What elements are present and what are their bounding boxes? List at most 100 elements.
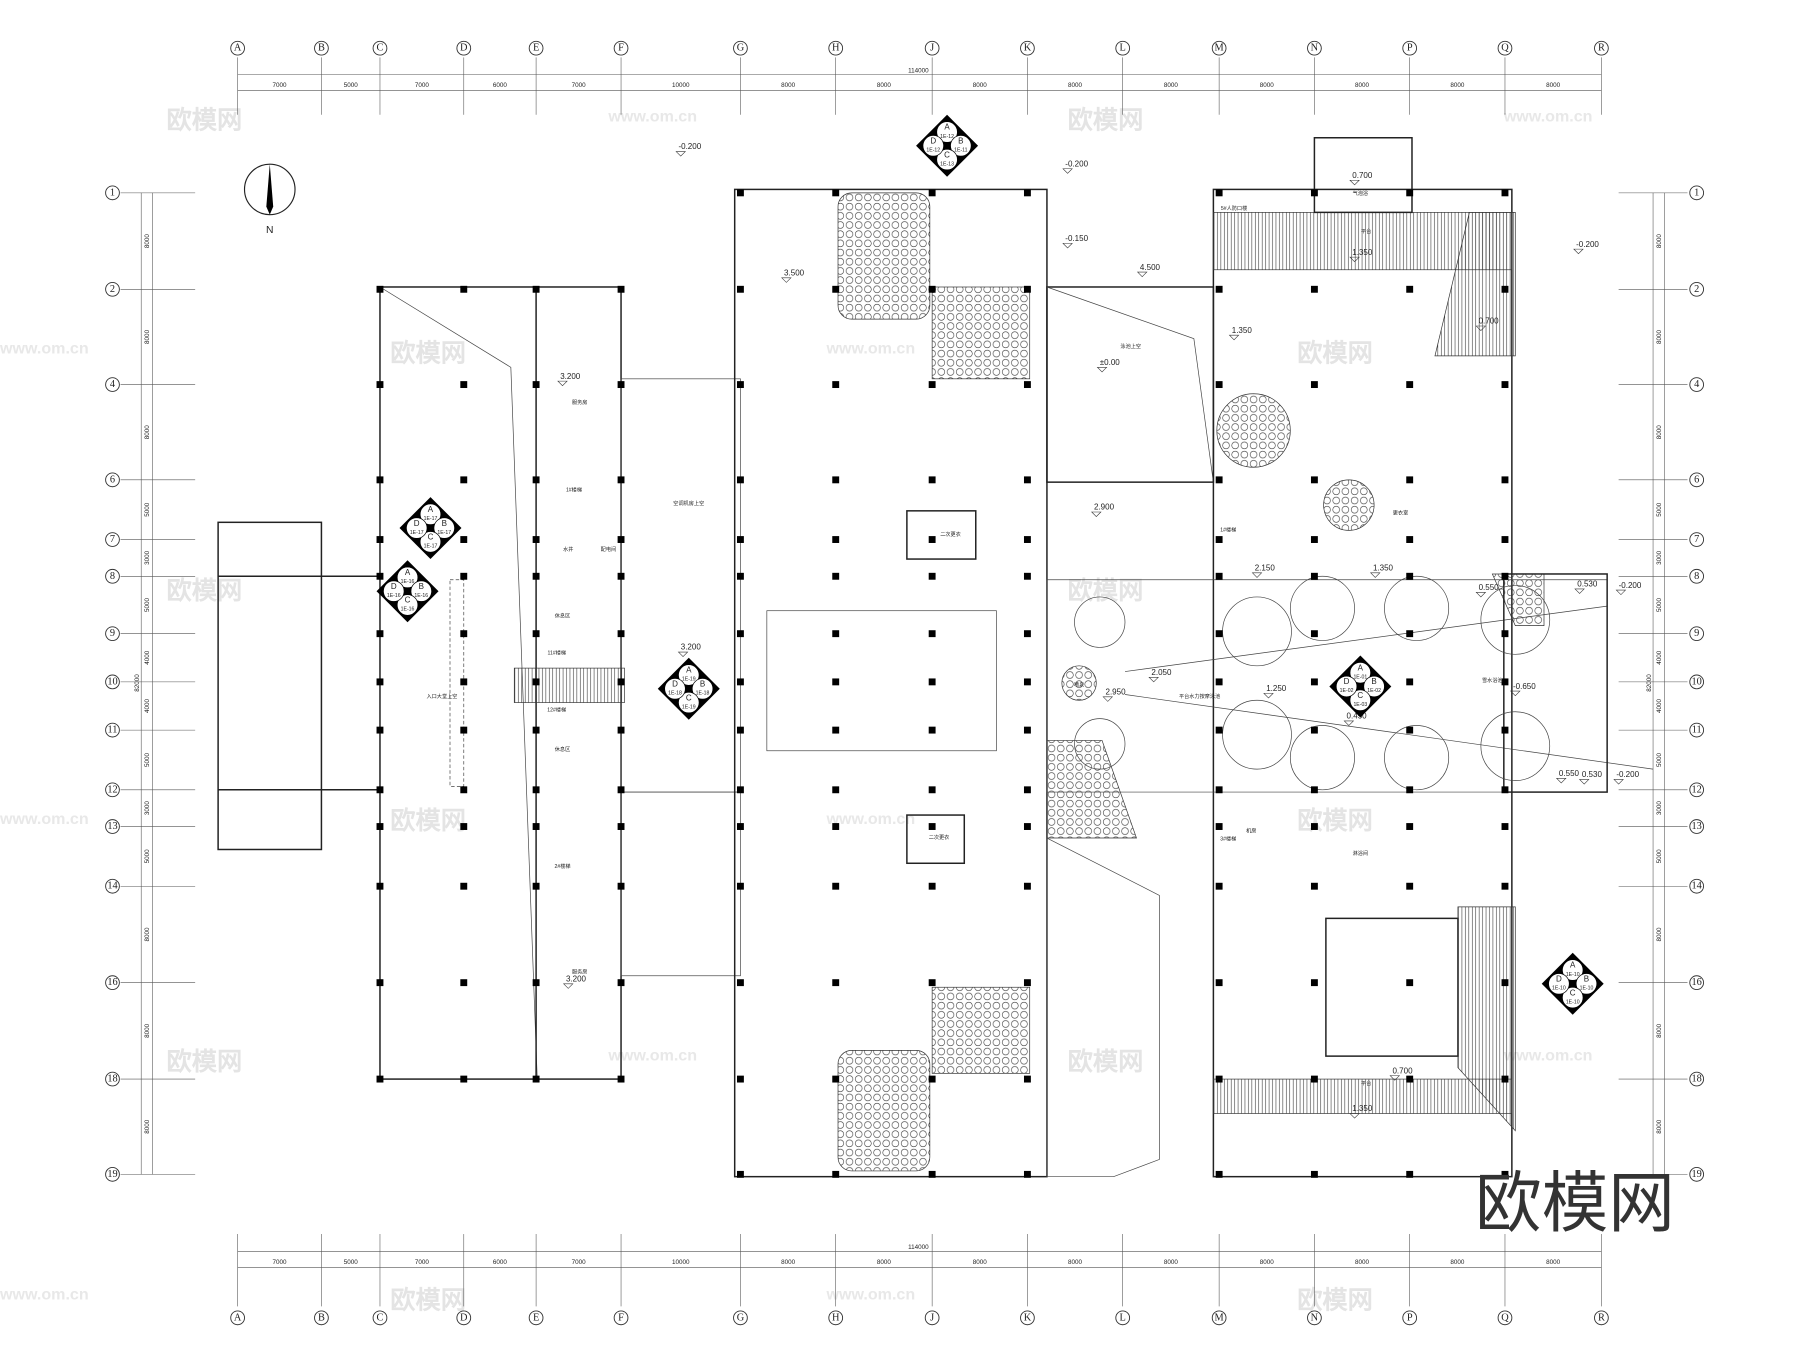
bay-depth-dimension: 5000 <box>144 502 151 517</box>
row-axis-label: 9 <box>110 628 115 639</box>
column <box>736 1170 744 1178</box>
column <box>1501 786 1509 794</box>
bay-depth-dimension: 4000 <box>1656 650 1663 665</box>
column-axis-label: D <box>460 43 468 54</box>
elevation-marker-icon <box>1615 589 1627 596</box>
row-axis-label: 4 <box>1694 379 1699 390</box>
row-axis-label: 14 <box>1692 881 1702 892</box>
axis-bubble <box>1020 1310 1035 1326</box>
detail-letter: C <box>944 150 950 159</box>
column <box>617 882 625 890</box>
structural-columns <box>376 189 1509 1178</box>
bay-depth-dimension: 5000 <box>1656 597 1663 612</box>
total-width-dimension: 114000 <box>908 1244 929 1251</box>
detail-letter: A <box>1358 663 1364 672</box>
row-axis-label: 13 <box>107 821 117 832</box>
column <box>1406 189 1414 197</box>
row-axis-label: 4 <box>110 379 115 390</box>
bay-width-dimension: 7000 <box>273 82 288 89</box>
watermark-url: www.om.cn <box>0 810 89 828</box>
column <box>460 726 468 734</box>
bay-width-dimension: 6000 <box>493 1259 508 1266</box>
detail-letter: C <box>1357 691 1363 700</box>
bay-width-dimension: 8000 <box>781 1259 796 1266</box>
watermark-logo: 欧模网 <box>390 1286 466 1315</box>
elevation-marker-icon <box>1062 168 1073 174</box>
detail-sheet-ref: 1E-16 <box>401 607 415 613</box>
row-axis-label: 11 <box>1692 725 1702 736</box>
bay-width-dimension: 8000 <box>1355 82 1370 89</box>
elevation-marker-icon <box>1613 779 1624 785</box>
column <box>1023 189 1031 197</box>
room-label: 休息区 <box>555 612 570 620</box>
elevation-marker-icon <box>1096 367 1108 373</box>
axis-bubble <box>1689 674 1705 690</box>
column <box>617 630 625 638</box>
elevation-marker-icon <box>1263 693 1274 699</box>
detail-sheet-ref: 1E-02 <box>1340 688 1354 694</box>
column <box>1406 572 1414 580</box>
column <box>532 786 540 794</box>
column <box>736 536 744 543</box>
axis-bubble <box>828 1310 844 1326</box>
watermark-logo: 欧模网 <box>166 106 242 135</box>
axis-bubble <box>1497 40 1513 56</box>
column <box>1310 572 1318 580</box>
detail-sheet-ref: 1E-17 <box>437 530 451 536</box>
column-axis-label: R <box>1598 1312 1605 1323</box>
watermark-logo: 欧模网 <box>1068 106 1144 135</box>
detail-sheet-ref: 1E-17 <box>410 530 424 536</box>
column <box>928 285 936 293</box>
detail-letter: B <box>419 582 424 591</box>
detail-sheet-ref: 1E-16 <box>387 593 401 599</box>
column-axis-label: L <box>1120 1312 1126 1323</box>
elevation-marker-icon <box>1148 677 1159 683</box>
axis-bubble <box>105 674 120 690</box>
column <box>1310 536 1318 543</box>
detail-letter: B <box>958 136 963 145</box>
column-axis-label: A <box>234 43 242 54</box>
column-axis-label: K <box>1024 1312 1032 1323</box>
elevation-label: ±0.00 <box>1100 358 1121 367</box>
elevation-label: 3.200 <box>566 975 587 984</box>
column <box>1406 630 1414 638</box>
column <box>832 476 840 484</box>
column <box>832 381 840 389</box>
column <box>928 630 936 638</box>
elevation-label: 1.250 <box>1266 684 1287 693</box>
detail-letter: C <box>405 596 411 605</box>
column <box>1406 285 1414 293</box>
total-depth-dimension: 82000 <box>1646 674 1653 692</box>
elevation-label: 1.350 <box>1373 564 1394 573</box>
detail-letter: A <box>686 666 692 675</box>
column <box>1406 1170 1414 1178</box>
column <box>1406 786 1414 794</box>
axis-bubble <box>1689 1071 1705 1087</box>
column <box>460 381 468 389</box>
bay-width-dimension: 10000 <box>672 82 690 89</box>
row-axis-label: 19 <box>1692 1169 1702 1180</box>
room-label: 休息区 <box>555 745 570 753</box>
column <box>460 572 468 580</box>
axis-bubble <box>528 1310 544 1326</box>
column <box>1023 678 1031 686</box>
elevation-marker-icon <box>781 277 792 283</box>
column <box>928 786 936 794</box>
bay-width-dimension: 8000 <box>973 82 988 89</box>
column <box>376 381 384 389</box>
elevation-label: -0.200 <box>1576 240 1599 249</box>
pool-circles <box>1061 575 1551 791</box>
room-label: 淋浴间 <box>1353 849 1368 857</box>
column-axis-label: L <box>1120 43 1126 54</box>
column <box>460 285 468 293</box>
elevation-marker-icon <box>1573 248 1584 255</box>
bay-depth-dimension: 8000 <box>144 1023 151 1038</box>
detail-sheet-ref: 1E-18 <box>696 691 710 697</box>
column <box>832 882 840 890</box>
row-axis-label: 11 <box>108 725 118 736</box>
row-axis-label: 7 <box>110 534 115 545</box>
elevation-label: 2.950 <box>1105 688 1126 697</box>
